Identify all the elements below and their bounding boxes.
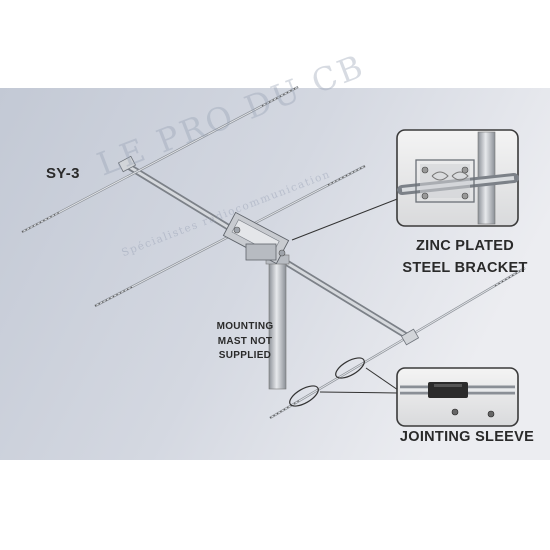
element-reflector [21, 85, 299, 234]
mounting-note-line-3: SUPPLIED [218, 350, 272, 361]
jointing-sleeve-marks [289, 357, 365, 407]
mounting-note-line-2: MAST NOT [217, 335, 273, 347]
mounting-mast-note: MOUNTING MAST NOT SUPPLIED [210, 320, 280, 364]
sleeve-inset [396, 367, 519, 427]
sleeve-label: JOINTING SLEEVE [399, 429, 535, 445]
bracket-inset [396, 129, 519, 227]
leader-lines [291, 195, 406, 394]
bracket-label: ZINC PLATED STEEL BRACKET [395, 236, 535, 280]
element-director [269, 266, 526, 420]
bracket-label-line-2: STEEL BRACKET [402, 259, 528, 276]
bracket-label-line-1: ZINC PLATED [415, 238, 515, 254]
feed-bracket [222, 211, 290, 265]
model-label: SY-3 [46, 165, 80, 182]
mounting-note-line-1: MOUNTING [216, 321, 274, 332]
